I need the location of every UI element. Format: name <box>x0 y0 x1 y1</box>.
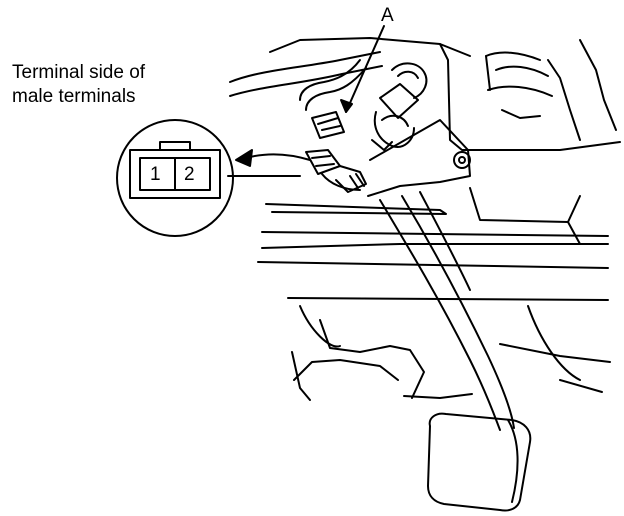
lower-column-panel <box>291 305 611 401</box>
brake-pedal-switch <box>371 62 428 151</box>
connector-detail-circle <box>116 119 301 237</box>
callout-label-a: A <box>381 5 394 26</box>
terminal-number-2: 2 <box>184 164 195 185</box>
switch-mounting-bracket <box>367 119 471 197</box>
caption-line-1: Terminal side of <box>12 62 146 83</box>
brake-pedal-arm <box>379 191 515 431</box>
switch-connector-disconnected <box>305 149 367 193</box>
detail-pointer-arrow <box>235 149 311 167</box>
callout-leader-line <box>340 25 385 113</box>
harness-connector-a <box>311 111 345 139</box>
terminal-number-1: 1 <box>150 164 161 185</box>
wire-harness <box>229 51 383 111</box>
dashboard-structure <box>269 37 621 151</box>
caption-line-2: male terminals <box>12 86 136 107</box>
floor-panel-lines <box>257 187 609 301</box>
brake-pedal-pad <box>427 412 532 512</box>
